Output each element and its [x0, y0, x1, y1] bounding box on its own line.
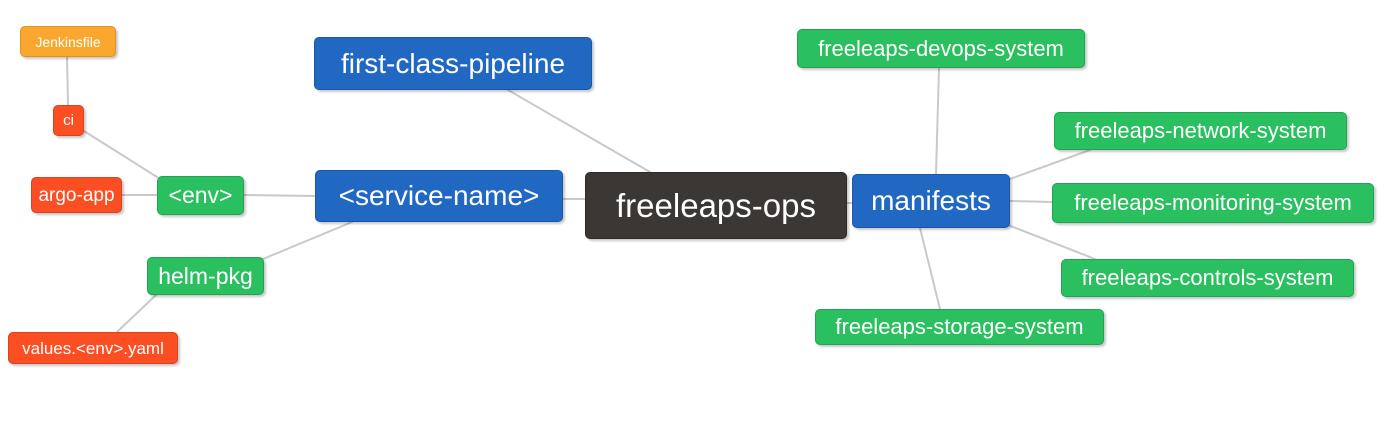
mindmap-node-monitoring-system[interactable]: freeleaps-monitoring-system: [1052, 183, 1374, 223]
edge-manifests-to-storage-system: [919, 227, 941, 310]
mindmap-node-freeleaps-ops[interactable]: freeleaps-ops: [585, 172, 847, 239]
mindmap-node-service-name[interactable]: <service-name>: [315, 170, 563, 222]
edge-first-class-pipeline-to-freeleaps-ops: [507, 89, 651, 173]
mindmap-node-ci[interactable]: ci: [53, 105, 84, 136]
edge-manifests-to-devops-system: [935, 67, 940, 175]
mindmap-node-manifests[interactable]: manifests: [852, 174, 1010, 228]
mindmap-node-env[interactable]: <env>: [157, 176, 244, 215]
edge-env-to-service-name: [243, 194, 316, 197]
edge-helm-pkg-to-service-name: [262, 221, 353, 260]
mindmap-node-first-class-pipeline[interactable]: first-class-pipeline: [314, 37, 592, 90]
mindmap-node-values-env-yaml[interactable]: values.<env>.yaml: [8, 332, 178, 364]
edge-manifests-to-controls-system: [1007, 224, 1096, 260]
mindmap-node-storage-system[interactable]: freeleaps-storage-system: [815, 309, 1104, 345]
mindmap-node-network-system[interactable]: freeleaps-network-system: [1054, 112, 1347, 150]
edge-values-env-yaml-to-helm-pkg: [116, 294, 157, 333]
mindmap-node-helm-pkg[interactable]: helm-pkg: [147, 257, 264, 295]
edge-ci-to-env: [83, 130, 158, 178]
mindmap-node-argo-app[interactable]: argo-app: [31, 177, 122, 213]
mindmap-node-devops-system[interactable]: freeleaps-devops-system: [797, 29, 1085, 68]
edge-jenkinsfile-to-ci: [66, 56, 69, 106]
mindmap-node-jenkinsfile[interactable]: Jenkinsfile: [20, 26, 116, 57]
edge-manifests-to-network-system: [1009, 149, 1091, 180]
edge-manifests-to-monitoring-system: [1009, 200, 1053, 203]
mindmap-node-controls-system[interactable]: freeleaps-controls-system: [1061, 259, 1354, 297]
